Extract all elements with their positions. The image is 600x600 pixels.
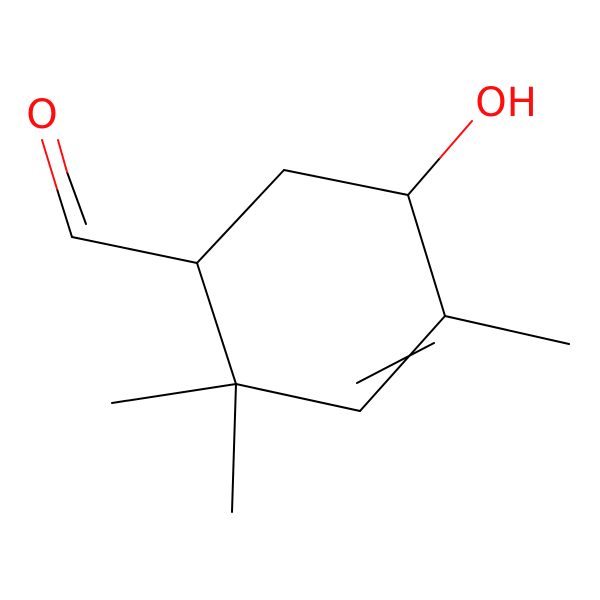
bond-cho-o-b-red (57, 139, 68, 173)
bond-ring-c1-c2 (196, 169, 285, 264)
bond-ring-c6-c1 (196, 262, 237, 385)
bond-layer (41, 120, 570, 513)
atom-label-layer: O OH (26, 80, 537, 138)
bond-c4-methyl (444, 315, 570, 345)
bond-ring-c4-c5 (359, 315, 446, 412)
hydroxyl-label: OH (475, 80, 537, 126)
bond-ring-c2-c3 (283, 169, 409, 196)
bond-c6-methyl-left (111, 383, 237, 404)
bond-ring-c5-c6 (235, 383, 361, 412)
bond-c3-oh-red (439, 120, 473, 159)
bond-c6-methyl-down (231, 383, 237, 513)
aldehyde-oxygen-label: O (26, 92, 57, 138)
bond-cho-o-a (56, 188, 73, 238)
bond-ring-c4-c5-inner (356, 342, 435, 384)
bond-ring-c3-c4 (407, 194, 446, 317)
bond-cho-o-b (66, 171, 87, 225)
bond-c1-cho (71, 236, 198, 264)
bond-c3-oh (407, 157, 441, 196)
bond-cho-o-a-red (41, 139, 58, 190)
